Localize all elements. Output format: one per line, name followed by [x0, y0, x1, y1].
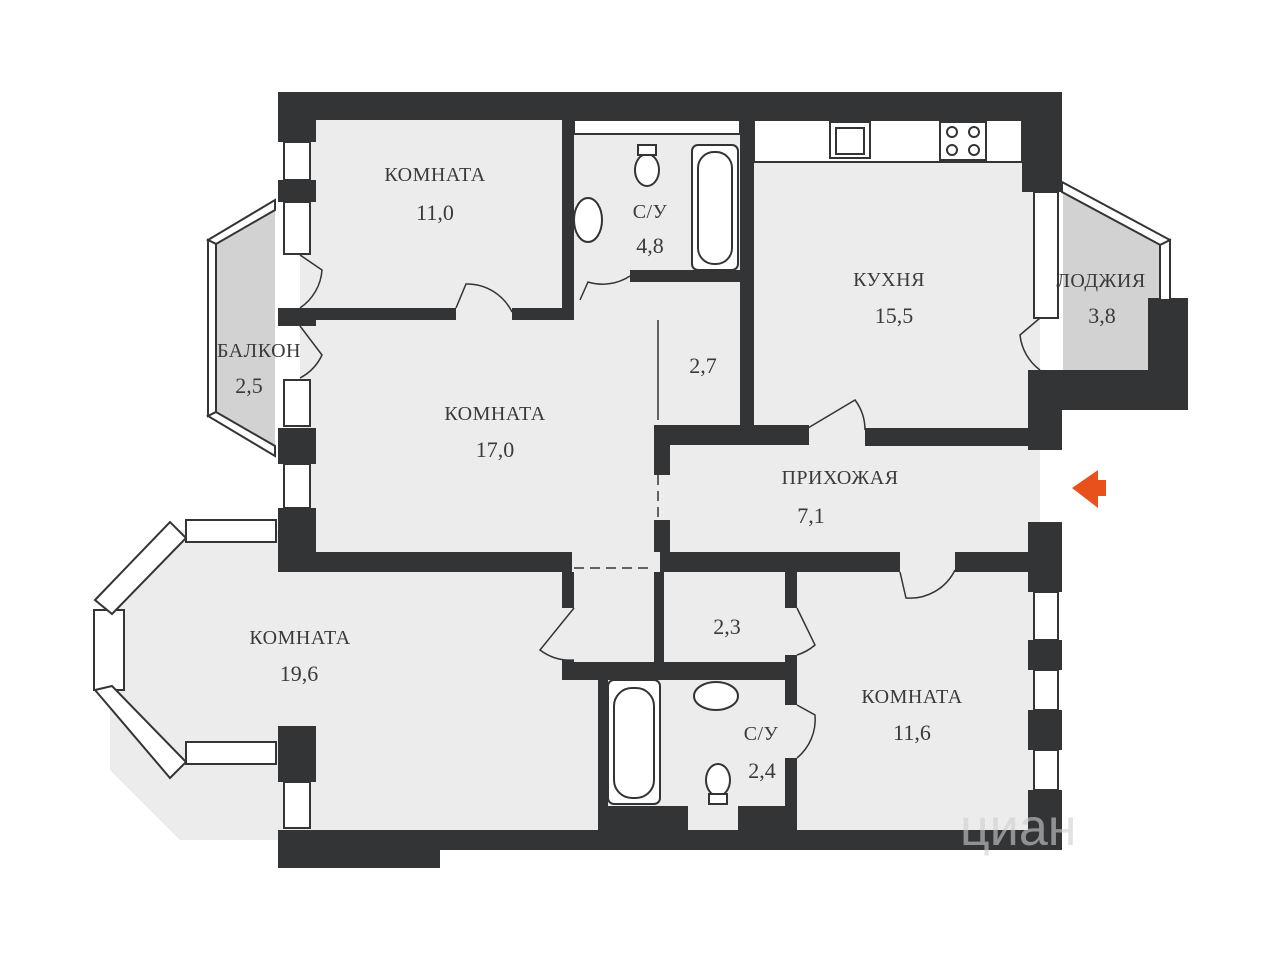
balcony-floor	[210, 205, 275, 450]
window	[207, 238, 217, 418]
room-area: 2,5	[235, 373, 263, 398]
doors	[299, 254, 1041, 759]
door	[455, 283, 513, 313]
watermark: циан	[960, 799, 1076, 857]
room-area: 15,5	[875, 303, 914, 328]
window	[573, 119, 741, 135]
window	[1159, 238, 1171, 301]
loggia-floor	[1063, 190, 1165, 370]
window	[205, 410, 276, 458]
door	[299, 254, 323, 309]
room-area: 2,7	[689, 353, 717, 378]
window	[283, 781, 311, 829]
sink-icon	[573, 197, 603, 243]
fixtures	[573, 119, 1023, 805]
door	[796, 704, 816, 759]
room-label: С/У	[633, 201, 668, 223]
room-area: 11,0	[416, 200, 454, 225]
room-label: БАЛКОН	[217, 340, 301, 362]
room-area: 17,0	[476, 437, 515, 462]
window	[93, 684, 188, 780]
room-label: КОМНАТА	[861, 686, 962, 708]
door	[579, 275, 631, 301]
windows	[93, 119, 1172, 829]
room-labels: КОМНАТА 11,0 С/У 4,8 КУХНЯ 15,5 ЛОДЖИЯ 3…	[217, 164, 1145, 783]
room-label: КОМНАТА	[249, 627, 350, 649]
room-label: ПРИХОЖАЯ	[781, 467, 898, 489]
window	[283, 201, 311, 255]
door	[538, 607, 575, 661]
stove-icon	[939, 121, 987, 161]
sink-icon	[693, 681, 739, 711]
door	[899, 569, 956, 599]
window	[185, 741, 277, 765]
room-area: 4,8	[636, 233, 664, 258]
room-area: 7,1	[797, 503, 825, 528]
door	[796, 607, 816, 656]
window	[93, 609, 125, 691]
room-label: КОМНАТА	[444, 403, 545, 425]
window	[283, 379, 311, 427]
room-label: С/У	[744, 723, 779, 745]
entrance-arrow-icon	[1072, 470, 1106, 508]
window	[283, 141, 311, 181]
room-area: 2,3	[713, 614, 741, 639]
window	[93, 520, 188, 616]
room-area: 3,8	[1088, 303, 1116, 328]
room-area: 2,4	[748, 758, 776, 783]
window	[185, 519, 277, 543]
window	[1033, 591, 1059, 641]
window	[1033, 669, 1059, 711]
toilet-icon	[705, 763, 731, 797]
door	[299, 325, 323, 379]
room-label: КУХНЯ	[853, 269, 925, 291]
room-area: 19,6	[280, 661, 319, 686]
window	[1033, 191, 1059, 319]
room-label: ЛОДЖИЯ	[1056, 270, 1145, 292]
window	[283, 463, 311, 509]
door	[807, 399, 866, 431]
walls	[278, 92, 1188, 868]
room-label: КОМНАТА	[384, 164, 485, 186]
window	[1033, 749, 1059, 791]
toilet-icon	[634, 153, 660, 187]
door	[1019, 317, 1041, 371]
room-area: 11,6	[893, 720, 931, 745]
